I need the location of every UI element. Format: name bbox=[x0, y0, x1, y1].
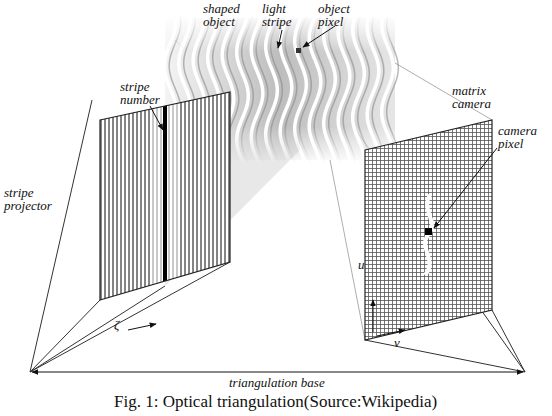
camera-grid bbox=[365, 118, 495, 343]
v-axis-label: v bbox=[394, 336, 400, 349]
light-stripe-label: light stripe bbox=[262, 2, 304, 28]
object-pixel-dot bbox=[296, 48, 301, 53]
stripe-pattern bbox=[100, 90, 232, 302]
matrix-camera-label: matrix camera bbox=[452, 84, 504, 110]
projector-panel bbox=[100, 92, 230, 300]
object-pixel-label: object pixel bbox=[318, 2, 362, 28]
u-axis-label: u bbox=[358, 258, 365, 271]
triangulation-base-line bbox=[32, 372, 523, 373]
stripe-projector-label: stripe projector bbox=[4, 186, 62, 212]
camera-pixel-label: camera pixel bbox=[498, 124, 546, 150]
figure-caption: Fig. 1: Optical triangulation(Source:Wik… bbox=[114, 392, 437, 412]
shaped-object-label: shaped object bbox=[203, 2, 253, 28]
stripe-number-label: stripe number bbox=[120, 80, 172, 106]
camera-panel bbox=[365, 120, 492, 340]
leader-arrows bbox=[128, 26, 497, 336]
triangulation-base-label: triangulation base bbox=[229, 376, 325, 389]
camera-pixel-dot bbox=[425, 228, 432, 235]
zeta-label: ζ bbox=[114, 318, 119, 331]
